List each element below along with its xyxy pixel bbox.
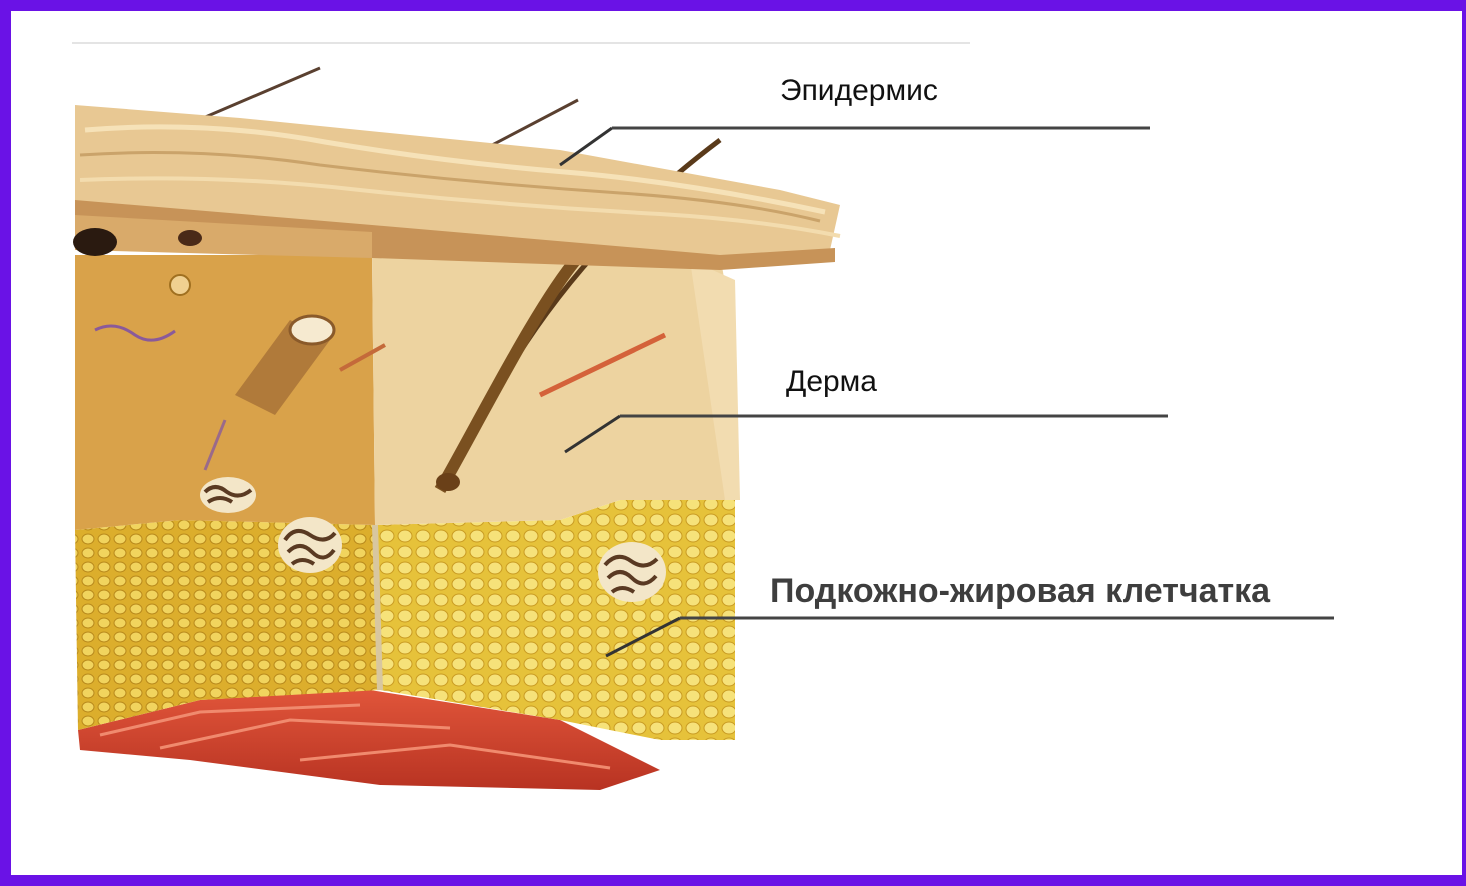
- dermis-label: Дерма: [786, 365, 877, 399]
- dermis-leader-line: [565, 416, 1168, 452]
- subcutaneous-fat-label: Подкожно-жировая клетчатка: [770, 572, 1270, 611]
- epidermis-label: Эпидермис: [780, 74, 938, 108]
- epidermis-leader-line: [560, 128, 1150, 165]
- subcutaneous-leader-line: [606, 618, 1334, 656]
